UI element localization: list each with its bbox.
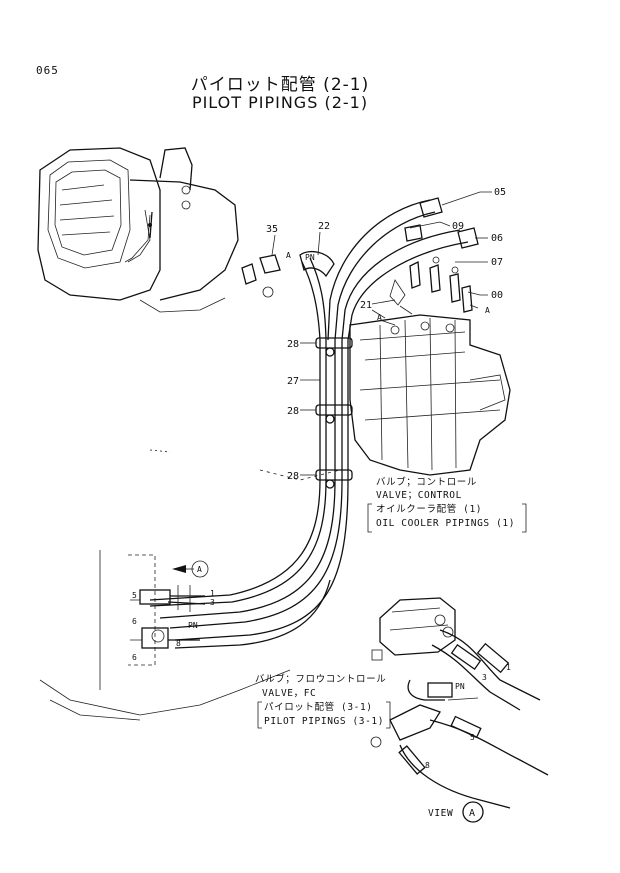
leader-lines bbox=[271, 191, 492, 476]
note-fc-valve-ref-jp: パイロット配管 (3-1) bbox=[264, 701, 373, 713]
pipe-no-right-1: 1 bbox=[506, 663, 511, 672]
pipe-no-right-3: 3 bbox=[482, 673, 487, 682]
note-control-valve-jp: バルブ；コントロール bbox=[376, 476, 477, 488]
note-fc-valve-jp: バルブ；フロウコントロール bbox=[255, 673, 386, 685]
view-label-marker: A bbox=[469, 808, 475, 819]
note-fc-valve-en: VALVE，FC bbox=[262, 688, 316, 699]
pipe-numbers: 1 3 5 6 8 6 1 3 5 8 bbox=[132, 589, 511, 770]
title-english: PILOT PIPINGS (2-1) bbox=[191, 93, 369, 112]
control-valve-body bbox=[349, 305, 511, 476]
pilot-pipe-bundle bbox=[149, 199, 469, 649]
note-control-valve: バルブ；コントロール VALVE；CONTROL オイルクーラ配管 (1) OI… bbox=[367, 476, 527, 533]
note-control-valve-ref-en: OIL COOLER PIPINGS (1) bbox=[376, 518, 515, 529]
part-callouts: 05 09 06 07 00 35 22 21 28 27 28 28 bbox=[266, 187, 506, 482]
cab-body bbox=[37, 147, 239, 313]
note-control-valve-ref-jp: オイルクーラ配管 (1) bbox=[376, 503, 482, 515]
callout-22: 22 bbox=[318, 221, 330, 232]
callout-28-bottom: 28 bbox=[287, 471, 299, 482]
pipe-no-left-6: 6 bbox=[132, 617, 137, 626]
title-japanese: パイロット配管 (2-1) bbox=[190, 75, 370, 95]
left-connection-block bbox=[128, 554, 206, 666]
pipe-no-right-5: 5 bbox=[470, 733, 475, 742]
note-fc-valve-ref-en: PILOT PIPINGS (3-1) bbox=[264, 716, 384, 727]
pipe-no-right-8: 8 bbox=[425, 761, 430, 770]
marker-a-pipe: A bbox=[286, 251, 291, 260]
machine-body-outline bbox=[39, 449, 341, 721]
callout-28-mid: 28 bbox=[287, 406, 299, 417]
note-control-valve-en: VALVE；CONTROL bbox=[376, 490, 462, 501]
callout-07: 07 bbox=[491, 257, 503, 268]
fc-valve-detail bbox=[370, 597, 549, 809]
callout-09: 09 bbox=[452, 221, 464, 232]
callout-28-top: 28 bbox=[287, 339, 299, 350]
markers: A PN A A A PN PN bbox=[188, 251, 490, 691]
callout-05: 05 bbox=[494, 187, 506, 198]
pipe-no-left-1: 1 bbox=[210, 589, 215, 598]
page-number: 065 bbox=[36, 64, 59, 77]
note-fc-valve: バルブ；フロウコントロール VALVE，FC パイロット配管 (3-1) PIL… bbox=[255, 673, 391, 729]
pipe-no-left-6b: 6 bbox=[132, 653, 137, 662]
view-label-text: VIEW bbox=[428, 808, 453, 819]
marker-a-view: A bbox=[197, 565, 202, 574]
marker-pn-right: PN bbox=[455, 682, 465, 691]
pipe-no-left-8: 8 bbox=[176, 639, 181, 648]
marker-pn-left: PN bbox=[188, 621, 198, 630]
marker-a-valve: A bbox=[377, 313, 382, 322]
top-fittings bbox=[241, 197, 479, 313]
callout-35: 35 bbox=[266, 224, 278, 235]
marker-a-mid: A bbox=[485, 306, 490, 315]
pipe-no-left-3: 3 bbox=[210, 598, 215, 607]
callout-00: 00 bbox=[491, 290, 503, 301]
view-label: VIEW A bbox=[428, 801, 484, 823]
callout-21: 21 bbox=[360, 300, 372, 311]
callout-27: 27 bbox=[287, 376, 299, 387]
pipe-no-left-5: 5 bbox=[132, 591, 137, 600]
callout-06: 06 bbox=[491, 233, 503, 244]
marker-pn-top: PN bbox=[305, 253, 315, 262]
